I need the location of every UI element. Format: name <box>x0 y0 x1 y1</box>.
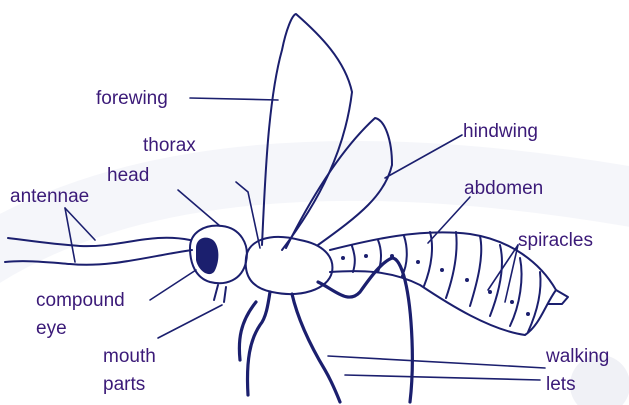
thorax-label: thorax <box>143 135 196 156</box>
walking-legs-label-line2: lets <box>546 374 576 395</box>
antennae-label: antennae <box>10 186 89 207</box>
mouth-parts-drawing <box>214 285 226 302</box>
walking-legs-drawing <box>239 258 412 402</box>
compound-eye-label-line2: eye <box>36 318 67 339</box>
hindwing-label: hindwing <box>463 121 538 142</box>
mouth-parts-label-line2: parts <box>103 374 145 395</box>
mouth-parts-label-line1: mouth <box>103 346 156 367</box>
compound-eye-drawing <box>196 238 218 274</box>
forewing-label: forewing <box>96 88 168 109</box>
walking-legs-label-line1: walking <box>545 346 609 367</box>
head-label: head <box>107 165 149 186</box>
compound-eye-label-line1: compound <box>36 290 125 311</box>
spiracles-label: spiracles <box>518 230 593 251</box>
abdomen-label: abdomen <box>464 178 543 199</box>
forewing-drawing <box>262 14 352 250</box>
